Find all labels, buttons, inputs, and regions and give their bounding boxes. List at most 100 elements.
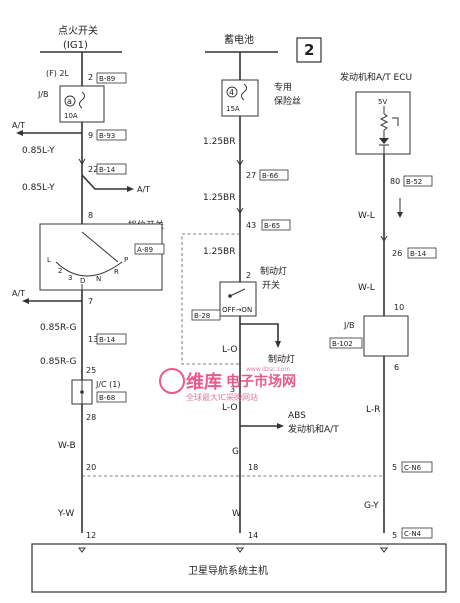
wire-w-l-1: W-L: [358, 211, 375, 221]
gear-pos-D: D: [80, 277, 85, 285]
connector-cn6: C-N6: [404, 464, 422, 472]
connector-b52: B-52: [406, 178, 422, 186]
battery-label: 蓄电池: [224, 33, 254, 46]
pin-3: 3: [230, 385, 235, 394]
fuse-letter: a: [67, 97, 72, 106]
pin-8: 8: [88, 211, 93, 220]
at-label-1: A/T: [12, 121, 25, 130]
gear-pos-P: P: [124, 256, 128, 264]
wire-br-2: 1.25BR: [203, 193, 235, 203]
column-ecu-circuit: 发动机和A/T ECU 5V 80 B-52 W-L 26 B-14 W-L 1…: [329, 71, 437, 540]
pin-13: 13: [88, 335, 98, 344]
brake-switch-label-1: 制动灯: [260, 265, 287, 277]
watermark-logo-icon: [159, 368, 185, 394]
unit-pin-14: [236, 547, 244, 553]
brake-lamp-arrow: [275, 341, 281, 348]
pin-18: 18: [248, 463, 258, 472]
connector-b14-c: B-14: [410, 250, 427, 258]
abs-engine-at-label: 发动机和A/T: [288, 423, 339, 435]
pin-28: 28: [86, 413, 96, 422]
pin-10: 10: [394, 303, 404, 312]
ecu-box: [355, 91, 411, 155]
unit-pin-12: [78, 547, 86, 553]
gear-pos-L: L: [47, 256, 51, 264]
f2l-label: (F) 2L: [46, 69, 69, 78]
wire-l-o-1: L-O: [222, 345, 237, 355]
connector-cn4: C-N4: [404, 530, 422, 538]
unit-pin-5: [380, 547, 388, 553]
brake-switch-box: [219, 281, 257, 317]
pin-9: 9: [88, 131, 93, 140]
watermark-url: www.dzsc.com: [246, 366, 290, 373]
wire-w-l-2: W-L: [358, 283, 375, 293]
page-number-box: [296, 37, 322, 63]
jb3-label: J/B: [343, 321, 355, 330]
wire-l-y-2: 0.85L-Y: [22, 183, 55, 193]
fuse-a-circle: [64, 95, 76, 107]
ecu-switch: [392, 117, 399, 126]
wire-w-b: W-B: [58, 441, 76, 451]
pin-5-b: 5: [392, 531, 397, 540]
connector-b66: B-66: [262, 172, 279, 180]
connector-b93: B-93: [99, 132, 115, 140]
connector-b102: B-102: [332, 340, 353, 348]
pin-80: 80: [390, 177, 400, 186]
wire-l-y-1: 0.85L-Y: [22, 146, 55, 156]
watermark-logo: 维库: [186, 371, 222, 393]
fuse-rating: 10A: [64, 112, 78, 120]
wire-l-r: L-R: [366, 405, 380, 415]
gear-switch-box: [39, 223, 163, 291]
ecu-diode: [379, 138, 389, 144]
wire-g: G: [232, 447, 239, 457]
abs-label: ABS: [288, 411, 306, 421]
at-arrow-1: [16, 130, 23, 136]
connector-b68: B-68: [99, 394, 115, 402]
off-on-label: OFF→ON: [222, 306, 252, 314]
pin-2: 2: [88, 73, 93, 82]
fuse-symbol: [79, 91, 85, 109]
pin-22: 22: [88, 165, 98, 174]
pin-14: 14: [248, 531, 258, 540]
watermark-subtitle: 全球最大IC采购网站: [186, 392, 258, 402]
brake-switch-label-2: 开关: [262, 279, 280, 291]
pin-20: 20: [86, 463, 96, 472]
pin-12: 12: [86, 531, 96, 540]
wire-r-g-1: 0.85R-G: [40, 323, 77, 333]
jb3-box: [363, 315, 409, 357]
ecu-voltage: 5V: [378, 98, 387, 106]
ig1-label: (IG1): [63, 40, 88, 51]
wire-r-g-2: 0.85R-G: [40, 357, 77, 367]
connector-b14-a: B-14: [99, 166, 116, 174]
wire-w: W: [232, 509, 241, 519]
nav-head-unit-box: [31, 543, 447, 593]
wire-y-w: Y-W: [57, 509, 74, 519]
pin-43: 43: [246, 221, 256, 230]
jc1-label: J/C (1): [95, 380, 121, 389]
at-label-3: A/T: [12, 289, 25, 298]
dedicated-fuse-num: 4: [229, 88, 234, 97]
ignition-switch-label: 点火开关: [58, 24, 98, 37]
pin-2-brake: 2: [246, 271, 251, 280]
gear-selector-arc: [55, 261, 123, 277]
pin-6: 6: [394, 363, 399, 372]
wire-arrow-1: [78, 158, 86, 165]
wire-l-o-2: L-O: [222, 403, 237, 413]
pin-27: 27: [246, 171, 256, 180]
wire-br-3: 1.25BR: [203, 247, 235, 257]
connector-a89: A-89: [137, 246, 153, 254]
ecu-label: 发动机和A/T ECU: [340, 71, 412, 83]
at-arrow-2: [127, 186, 134, 192]
dedicated-fuse-label-2: 保险丝: [274, 95, 301, 107]
wire-br-1: 1.25BR: [203, 137, 235, 147]
dedicated-fuse-symbol: [241, 83, 247, 101]
dedicated-fuse-label-1: 专用: [274, 81, 292, 93]
column-brake-circuit: 4 15A 专用 保险丝 1.25BR 27 B-66 1.25BR 43 B-…: [181, 52, 339, 540]
nav-head-unit-label: 卫星导航系统主机: [188, 564, 268, 577]
page-number: 2: [304, 41, 314, 59]
connector-b28: B-28: [194, 312, 210, 320]
pin-25: 25: [86, 366, 96, 375]
pin-7: 7: [88, 297, 93, 306]
brake-lamp-wire: [240, 323, 279, 342]
connector-b65: B-65: [264, 222, 280, 230]
